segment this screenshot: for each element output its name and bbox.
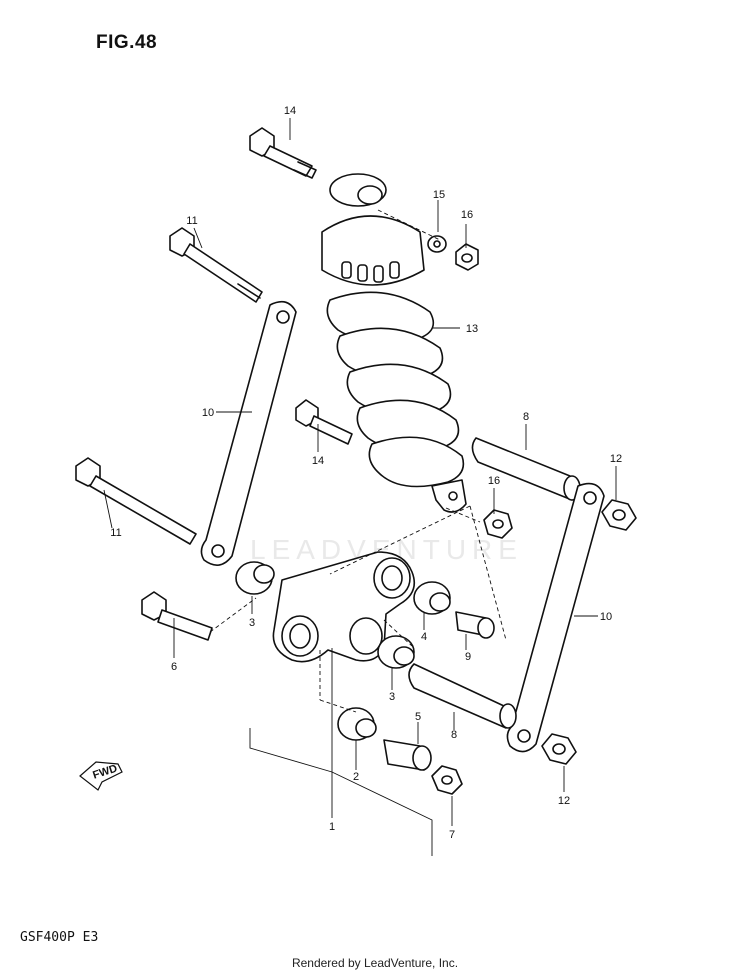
spacer-9	[455, 611, 495, 639]
callout-11-lower: 11	[110, 527, 121, 539]
callout-10-right: 10	[600, 611, 612, 623]
bolt-14-top	[249, 127, 317, 179]
nut-12-lower	[541, 733, 577, 765]
footer-credit: Rendered by LeadVenture, Inc.	[291, 956, 459, 970]
bearing-2	[337, 707, 377, 741]
bolt-6	[141, 591, 213, 641]
bolt-14-middle	[295, 399, 353, 445]
fwd-arrow-icon: FWD	[79, 761, 123, 791]
model-code: GSF400P E3	[20, 930, 99, 945]
callout-14-middle: 14	[312, 455, 324, 467]
nut-7	[431, 765, 463, 795]
bearing-3-right	[377, 635, 415, 669]
callout-6: 6	[171, 661, 177, 673]
bearing-3-left	[235, 561, 275, 595]
callout-16-lower: 16	[488, 475, 500, 487]
callout-16-top: 16	[461, 209, 473, 221]
callout-8-lower: 8	[451, 729, 457, 741]
bearing-4	[413, 581, 451, 615]
tie-rod-10-left	[200, 300, 297, 566]
figure-title: FIG.48	[96, 32, 158, 53]
callout-2: 2	[353, 771, 359, 783]
bolt-11-lower	[75, 457, 197, 545]
callout-4: 4	[421, 631, 427, 643]
callout-15: 15	[433, 189, 445, 201]
callout-1: 1	[329, 821, 335, 833]
callout-14-top: 14	[284, 105, 296, 117]
callout-3-left: 3	[249, 617, 255, 629]
callout-3-right: 3	[389, 691, 395, 703]
nut-12-upper	[601, 499, 637, 531]
callout-10-left: 10	[202, 407, 214, 419]
nut-16-lower	[483, 509, 513, 539]
callout-5: 5	[415, 711, 421, 723]
pipe-8-lower	[408, 663, 517, 729]
callout-9: 9	[465, 651, 471, 663]
callout-7: 7	[449, 829, 455, 841]
callout-11-upper: 11	[186, 215, 197, 227]
tie-rod-10-right	[506, 482, 605, 753]
pipe-8-upper	[471, 437, 581, 501]
spacer-5	[383, 739, 432, 771]
bolt-11-upper	[169, 227, 263, 303]
shock-absorber-13	[321, 173, 467, 513]
callout-labels: 14 15 16 11 13 10 14 8 12 16 11 3 4 9 10…	[110, 105, 622, 841]
callout-12-upper: 12	[610, 453, 622, 465]
cushion-lever-1	[272, 551, 416, 663]
callout-13: 13	[466, 323, 478, 335]
callout-8-upper: 8	[523, 411, 529, 423]
callout-12-lower: 12	[558, 795, 570, 807]
